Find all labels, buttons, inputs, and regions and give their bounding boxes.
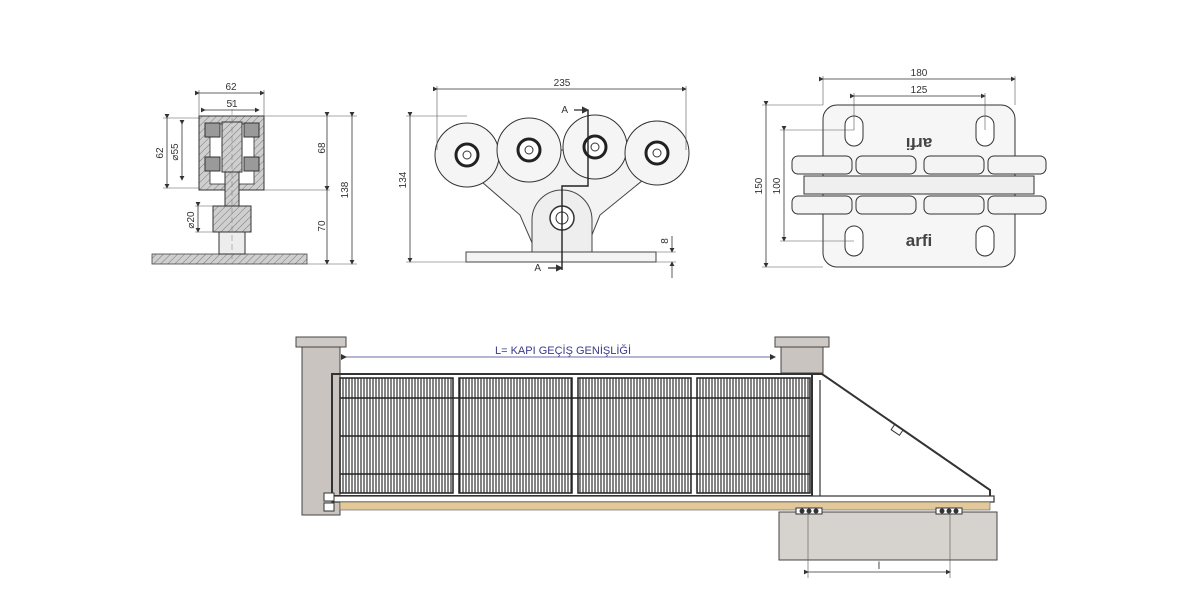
roller-span-label: l [878, 561, 880, 572]
dim-shaft-diameter: ⌀20 [186, 211, 197, 229]
section-line [561, 110, 589, 270]
pillar-left [301, 346, 341, 516]
dim-inner-width: 51 [226, 99, 238, 110]
side-bearing [243, 156, 260, 172]
pillar-cap-right [774, 336, 830, 348]
dim-top-inner-width: 125 [911, 85, 928, 96]
dim-total-height: 138 [340, 181, 351, 198]
dim-wheel-diameter: ⌀55 [170, 143, 181, 161]
section-label-top: A [561, 105, 568, 116]
dim-height-right: 68 [317, 142, 328, 154]
ground-track [339, 501, 991, 511]
side-bearing [204, 156, 221, 172]
roller-carriage [795, 507, 823, 515]
section-label-bottom: A [534, 263, 541, 274]
bottom-rail [331, 495, 995, 503]
front-wheel [434, 122, 500, 188]
dim-top-outer-height: 150 [754, 177, 765, 194]
pillar-cap-left [295, 336, 347, 348]
dim-outer-width: 62 [225, 82, 237, 93]
top-wheel-row [791, 195, 1047, 215]
dim-front-width: 235 [554, 78, 571, 89]
foundation [778, 511, 998, 561]
gate-elevation: L= KAPI GEÇİŞ GENİŞLİĞİ l [295, 336, 998, 578]
pillar-right [780, 346, 824, 374]
side-bearing [204, 122, 221, 138]
front-base-plate [465, 251, 657, 263]
roller-carriage [935, 507, 963, 515]
dim-front-height: 134 [398, 171, 409, 188]
front-wheel [496, 117, 562, 183]
front-wheel [624, 120, 690, 186]
logo-bottom: arfi [906, 231, 932, 250]
logo-top: arfi [906, 134, 932, 153]
top-view: arfi arfi 180 125 150 100 [754, 68, 1047, 268]
gate-width-label: L= KAPI GEÇİŞ GENİŞLİĞİ [495, 344, 631, 357]
gate-tail [812, 373, 991, 499]
top-body [803, 175, 1035, 195]
dim-lower-height: 70 [317, 220, 328, 232]
dim-top-outer-width: 180 [911, 68, 928, 79]
top-wheel-row [791, 155, 1047, 175]
side-view: 62 51 62 ⌀55 68 138 70 ⌀20 [151, 82, 357, 265]
front-view: A A 235 134 8 [398, 78, 690, 278]
front-wheel [562, 114, 628, 180]
dim-height-left: 62 [155, 147, 166, 159]
dim-plate-thickness: 8 [660, 238, 671, 244]
side-bearing [243, 122, 260, 138]
side-base-plate [151, 253, 308, 265]
dim-top-inner-height: 100 [772, 177, 783, 194]
mounting-slot [975, 225, 995, 257]
